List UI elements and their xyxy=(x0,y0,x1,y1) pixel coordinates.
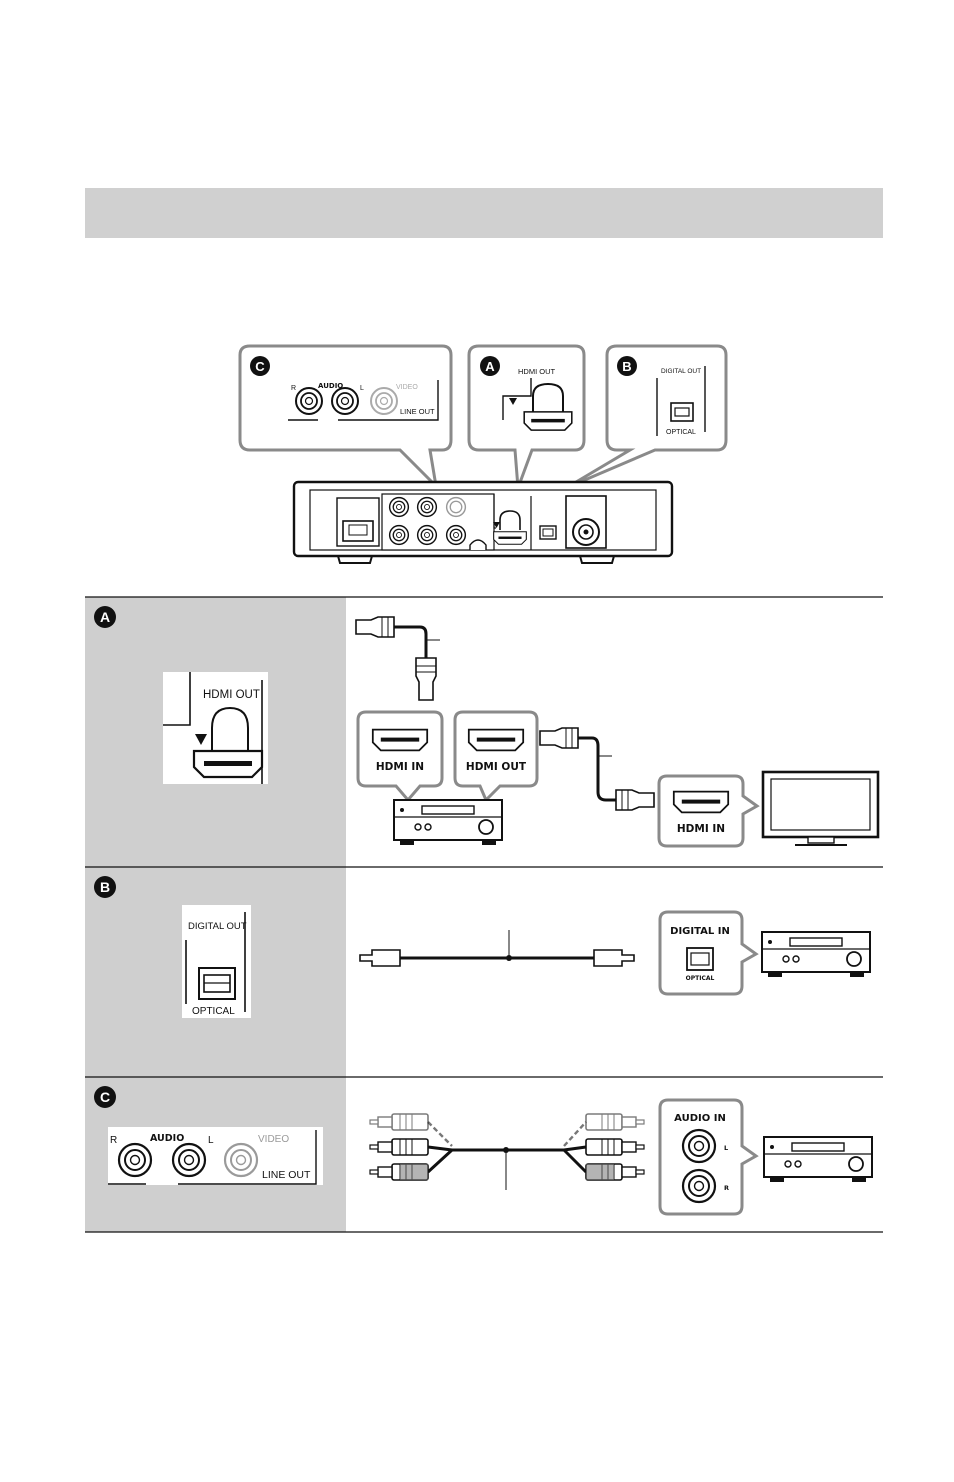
callout-b-optical: OPTICAL xyxy=(666,429,696,436)
callout-c-line-out: LINE OUT xyxy=(400,407,435,416)
row-a-hdmi-cable-1 xyxy=(356,617,440,700)
row-a-amp-hdmi-in-panel: HDMI IN xyxy=(358,712,442,800)
callout-c-jack-video xyxy=(371,388,397,414)
row-c-jack-l xyxy=(173,1144,205,1176)
callout-c-jack-l xyxy=(332,388,358,414)
row-a-port-hdmi-out: HDMI OUT xyxy=(203,689,260,701)
row-c-amp-jack-r xyxy=(683,1170,715,1202)
row-a-tv-icon xyxy=(763,772,878,845)
badge-a-label: A xyxy=(485,359,495,374)
callout-b-digital-out: DIGITAL OUT xyxy=(661,368,701,375)
row-c-l: L xyxy=(208,1135,214,1146)
row-c-rca-cable xyxy=(370,1114,644,1190)
callout-c-video: VIDEO xyxy=(396,384,418,391)
row-b-optical-cable xyxy=(360,930,634,966)
callout-a: A HDMI OUT xyxy=(469,346,584,488)
row-c-amp-jack-l xyxy=(683,1130,715,1162)
player-rear-panel xyxy=(294,482,672,563)
row-c-r: R xyxy=(110,1135,117,1146)
row-b-port-digital-out: DIGITAL OUT xyxy=(188,921,247,932)
row-c-video: VIDEO xyxy=(258,1134,289,1145)
row-b-amp-optical: OPTICAL xyxy=(686,975,715,982)
row-a-tv-hdmi-in-panel: HDMI IN xyxy=(659,776,757,846)
row-b-port-optical: OPTICAL xyxy=(192,1006,235,1017)
badge-c-label: C xyxy=(255,359,265,374)
callout-c: C R AUDIO L VIDEO LINE OUT xyxy=(240,346,451,486)
callout-b: B DIGITAL OUT OPTICAL xyxy=(566,346,726,488)
row-c-amp-jack-r-label: R xyxy=(724,1184,729,1192)
row-c-amp-audio-in: AUDIO IN xyxy=(674,1113,726,1124)
row-a-tv-hdmi-in: HDMI IN xyxy=(677,823,725,835)
row-a-amp-hdmi-out-panel: HDMI OUT xyxy=(455,712,537,800)
callout-c-l: L xyxy=(360,385,364,392)
row-c-av-receiver-icon xyxy=(764,1137,872,1182)
row-c-line-out: LINE OUT xyxy=(262,1169,311,1181)
callout-c-r: R xyxy=(291,385,296,392)
row-b-amp-digital-in-panel: DIGITAL IN OPTICAL xyxy=(660,912,756,994)
row-c-jack-video xyxy=(225,1144,257,1176)
row-a-av-receiver-icon xyxy=(394,800,502,845)
row-a-hdmi-cable-2 xyxy=(540,728,654,810)
row-c-amp-audio-in-panel: AUDIO IN L R xyxy=(660,1100,756,1214)
badge-b-label: B xyxy=(622,359,631,374)
row-c-jack-r xyxy=(119,1144,151,1176)
row-a-amp-hdmi-in: HDMI IN xyxy=(376,761,424,773)
row-b-amp-digital-in: DIGITAL IN xyxy=(670,926,730,937)
row-b-badge-label: B xyxy=(100,879,110,895)
callout-c-jack-r xyxy=(296,388,322,414)
row-c-amp-jack-l-label: L xyxy=(724,1144,728,1152)
callout-a-hdmi-out: HDMI OUT xyxy=(518,367,555,376)
row-b-av-receiver-icon xyxy=(762,932,870,977)
row-c-audio: AUDIO xyxy=(150,1133,184,1144)
row-c-badge-label: C xyxy=(100,1089,110,1105)
row-a-badge-label: A xyxy=(100,609,110,625)
row-a-amp-hdmi-out: HDMI OUT xyxy=(466,761,527,773)
